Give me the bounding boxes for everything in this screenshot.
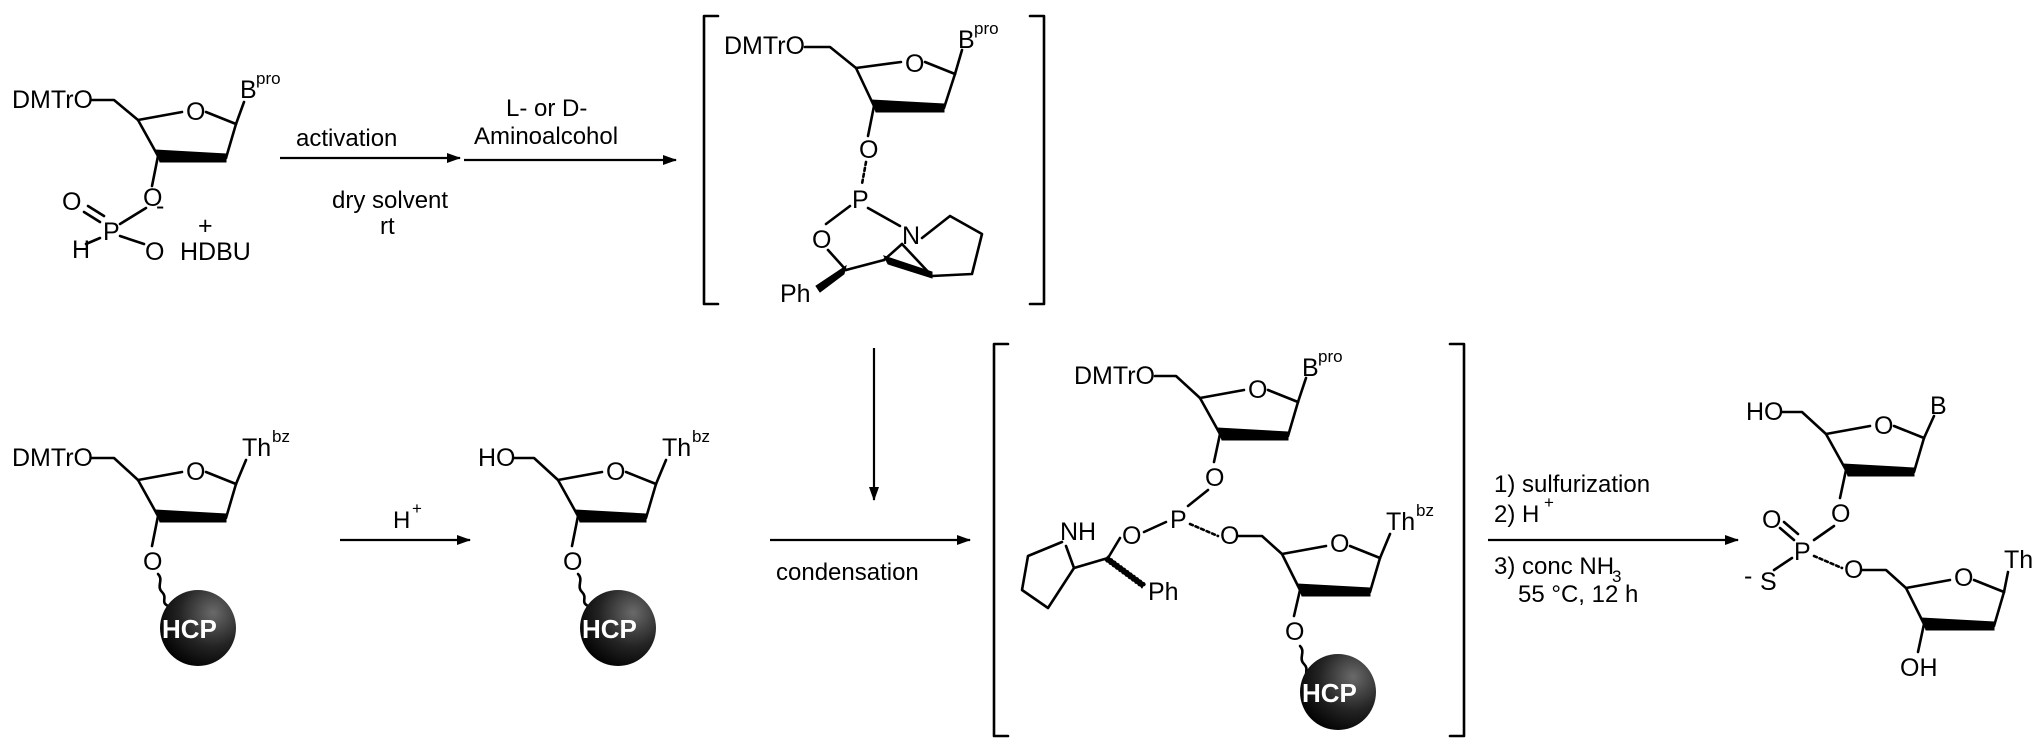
label-s-minus: - — [1744, 562, 1752, 590]
h-phosphonate-monomer: DMTrO O B pro O - P O H O + HDBU — [12, 69, 281, 266]
arrow-activation-group: activation dry solvent rt — [280, 125, 460, 240]
label-th: Th — [242, 434, 271, 462]
label-ho-2: HO — [1746, 398, 1784, 426]
condition-aminoalcohol-1: L- or D- — [506, 95, 587, 122]
bracket-right-2 — [1450, 344, 1464, 736]
bracket-right-1 — [1030, 16, 1044, 304]
label-o-minus: - — [156, 192, 164, 220]
label-th-2: Th — [662, 434, 691, 462]
label-o5: O — [1220, 522, 1239, 550]
arrow-condensation-group: condensation — [770, 540, 970, 586]
label-p-2: P — [852, 186, 869, 214]
label-o3-3: O — [143, 548, 162, 576]
label-p-oxo-2: O — [1762, 506, 1781, 534]
label-ring-o-8: O — [1954, 564, 1973, 592]
label-base-pro: pro — [256, 69, 281, 88]
label-ring-o-6: O — [1330, 530, 1349, 558]
label-oh: OH — [1900, 654, 1938, 682]
condition-dry-solvent: dry solvent — [332, 187, 448, 214]
label-p-h: H — [72, 236, 90, 264]
condition-sulfurization: 1) sulfurization — [1494, 471, 1650, 498]
label-base-pro-2: pro — [974, 19, 999, 38]
condition-ammonia: 3) conc NH — [1494, 553, 1614, 580]
label-hdbu: HDBU — [180, 238, 251, 266]
condition-acid: H — [393, 507, 410, 534]
label-base-b-3: B — [1302, 354, 1319, 382]
condition-acid-sup: + — [412, 499, 422, 518]
label-dmtro-4: DMTrO — [1074, 362, 1155, 390]
condition-aminoalcohol-2: Aminoalcohol — [474, 123, 618, 150]
arrow-acid-group: H + — [340, 499, 470, 540]
label-base-b-2: B — [958, 26, 975, 54]
label-base-b: B — [240, 76, 257, 104]
oxazaphospholidine-intermediate: DMTrO O B pro O P N O Ph — [704, 16, 1044, 308]
label-dmtro-2: DMTrO — [724, 32, 805, 60]
condition-temp-time: 55 °C, 12 h — [1518, 581, 1638, 608]
label-plus: + — [198, 212, 213, 240]
arrow-final-group: 1) sulfurization 2) H + 3) conc NH 3 55 … — [1488, 471, 1738, 608]
condition-condensation: condensation — [776, 559, 919, 586]
label-ring-o-4: O — [606, 458, 625, 486]
phosphorothioate-product: HO O B O P O S - O O Th OH — [1744, 392, 2033, 682]
label-hcp-1: HCP — [162, 614, 217, 644]
label-ring-o-5: O — [1248, 376, 1267, 404]
label-base-b-4: B — [1930, 392, 1947, 420]
bracket-left-1 — [704, 16, 718, 304]
label-th-bz-2: bz — [692, 427, 710, 446]
label-o3-2: O — [859, 136, 878, 164]
label-ring-o-3: O — [186, 458, 205, 486]
label-base-pro-3: pro — [1318, 347, 1343, 366]
label-hcp-3: HCP — [1302, 678, 1357, 708]
dinucleoside-phosphite-intermediate: DMTrO O B pro O P O O O Th bz O HCP — [994, 344, 1464, 736]
label-dmtro-3: DMTrO — [12, 444, 93, 472]
condition-rt: rt — [380, 213, 395, 240]
label-p-4: P — [1794, 538, 1811, 566]
label-ring-o-2: O — [905, 50, 924, 78]
bracket-left-2 — [994, 344, 1008, 736]
label-p-oxo: O — [62, 188, 81, 216]
label-ring-o-7: O — [1874, 412, 1893, 440]
label-ph-2: Ph — [1148, 578, 1179, 606]
label-nh: NH — [1060, 518, 1096, 546]
arrow-aminoalcohol-group: L- or D- Aminoalcohol — [464, 95, 676, 160]
label-hcp-2: HCP — [582, 614, 637, 644]
label-o5-2: O — [1844, 556, 1863, 584]
label-o-anion: O — [145, 238, 164, 266]
label-dmtro: DMTrO — [12, 86, 93, 114]
label-th-bz-3: bz — [1416, 501, 1434, 520]
label-ho: HO — [478, 444, 516, 472]
label-ph: Ph — [780, 280, 811, 308]
label-p-3: P — [1170, 506, 1187, 534]
label-ring-o: O — [186, 98, 205, 126]
label-th-3: Th — [1386, 508, 1415, 536]
label-s: S — [1760, 568, 1777, 596]
label-o-p: O — [1122, 522, 1141, 550]
label-o3-6: O — [1285, 618, 1304, 646]
label-p: P — [103, 218, 120, 246]
label-o3-7: O — [1831, 500, 1850, 528]
condition-acid-2: 2) H — [1494, 501, 1539, 528]
deprotected-thymidine: HO O Th bz O HCP — [478, 427, 710, 666]
label-th-bz: bz — [272, 427, 290, 446]
condition-acid-2-sup: + — [1544, 493, 1554, 512]
label-o3-4: O — [563, 548, 582, 576]
condition-activation: activation — [296, 125, 397, 152]
label-th-4: Th — [2004, 546, 2033, 574]
support-bound-thymidine: DMTrO O Th bz O HCP — [12, 427, 290, 666]
label-o3-5: O — [1205, 464, 1224, 492]
